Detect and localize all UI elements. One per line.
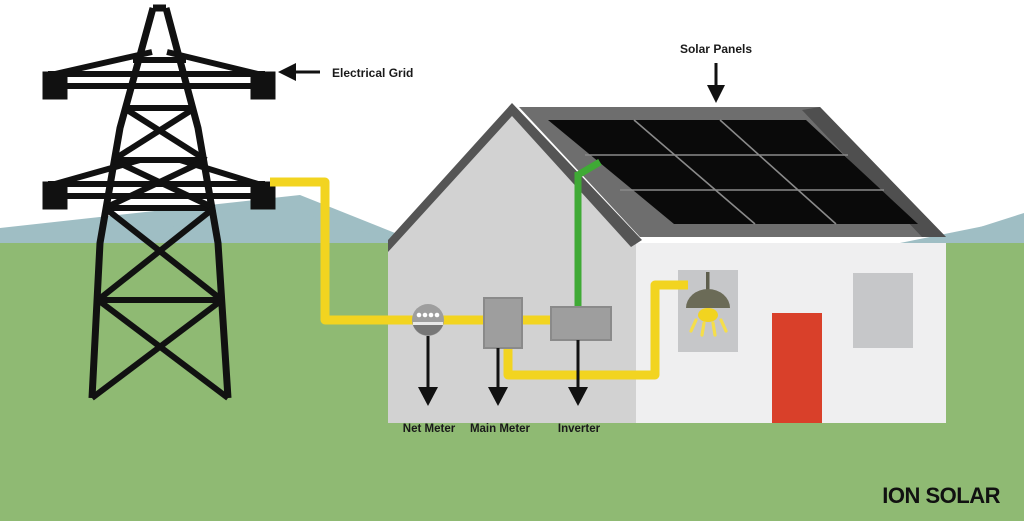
net-meter-lower-face	[413, 325, 443, 336]
inverter-label: Inverter	[558, 423, 601, 435]
house-gable-wall	[388, 107, 636, 423]
ac-wire-grid-to-net-meter	[270, 177, 418, 325]
main-meter-label: Main Meter	[470, 423, 531, 435]
solar-panels-label: Solar Panels	[680, 42, 752, 56]
front-door	[772, 313, 822, 423]
solar-panel-array	[548, 119, 918, 225]
solar-panel-surface	[548, 120, 918, 224]
main-meter-box	[483, 297, 523, 402]
inverter-arrow	[568, 370, 588, 406]
electrical-grid-arrow	[278, 63, 320, 81]
lamp-bulb-glow	[698, 308, 718, 322]
net-meter-pointer-stem	[426, 336, 430, 402]
main-meter-arrowhead	[488, 387, 508, 406]
ac-wire-main-meter-to-lamp	[503, 280, 688, 380]
ion-solar-logo: ION SOLAR	[882, 483, 1000, 508]
inverter-arrowhead	[568, 387, 588, 406]
mountain-peak-right	[930, 213, 1024, 243]
inverter-outline	[550, 306, 612, 341]
net-meter-dial	[412, 304, 444, 402]
front-window	[853, 273, 913, 348]
transmission-tower	[42, 4, 276, 401]
main-meter-body	[484, 298, 522, 348]
electrical-grid-label: Electrical Grid	[332, 66, 413, 80]
roof-edge-right	[802, 107, 946, 237]
net-meter-label: Net Meter	[403, 423, 456, 435]
solar-panels-arrow	[707, 63, 725, 103]
net-meter-face-band	[413, 322, 443, 325]
dc-wire-green-roof-segment	[576, 158, 602, 179]
inverter-body	[551, 307, 611, 340]
insulator-lower-right	[250, 181, 276, 210]
net-meter-digits	[416, 312, 440, 318]
main-meter-arrow	[488, 370, 508, 406]
electrical-grid-arrowhead	[278, 63, 296, 81]
solar-panels-arrowhead	[707, 85, 725, 103]
insulator-upper-right	[250, 71, 276, 100]
net-meter-arrowhead	[418, 387, 438, 406]
pendant-lamp	[686, 272, 730, 337]
main-meter-outline	[483, 297, 523, 349]
lamp-cord	[706, 272, 710, 290]
insulator-upper-left	[42, 71, 68, 100]
insulator-lower-left	[42, 181, 68, 210]
mountain-peak-center	[120, 200, 400, 243]
lamp-shade	[686, 289, 730, 308]
solar-panel-grid-lines	[585, 119, 884, 225]
net-meter-arrow	[418, 370, 438, 406]
lamp-light-rays	[689, 318, 728, 337]
